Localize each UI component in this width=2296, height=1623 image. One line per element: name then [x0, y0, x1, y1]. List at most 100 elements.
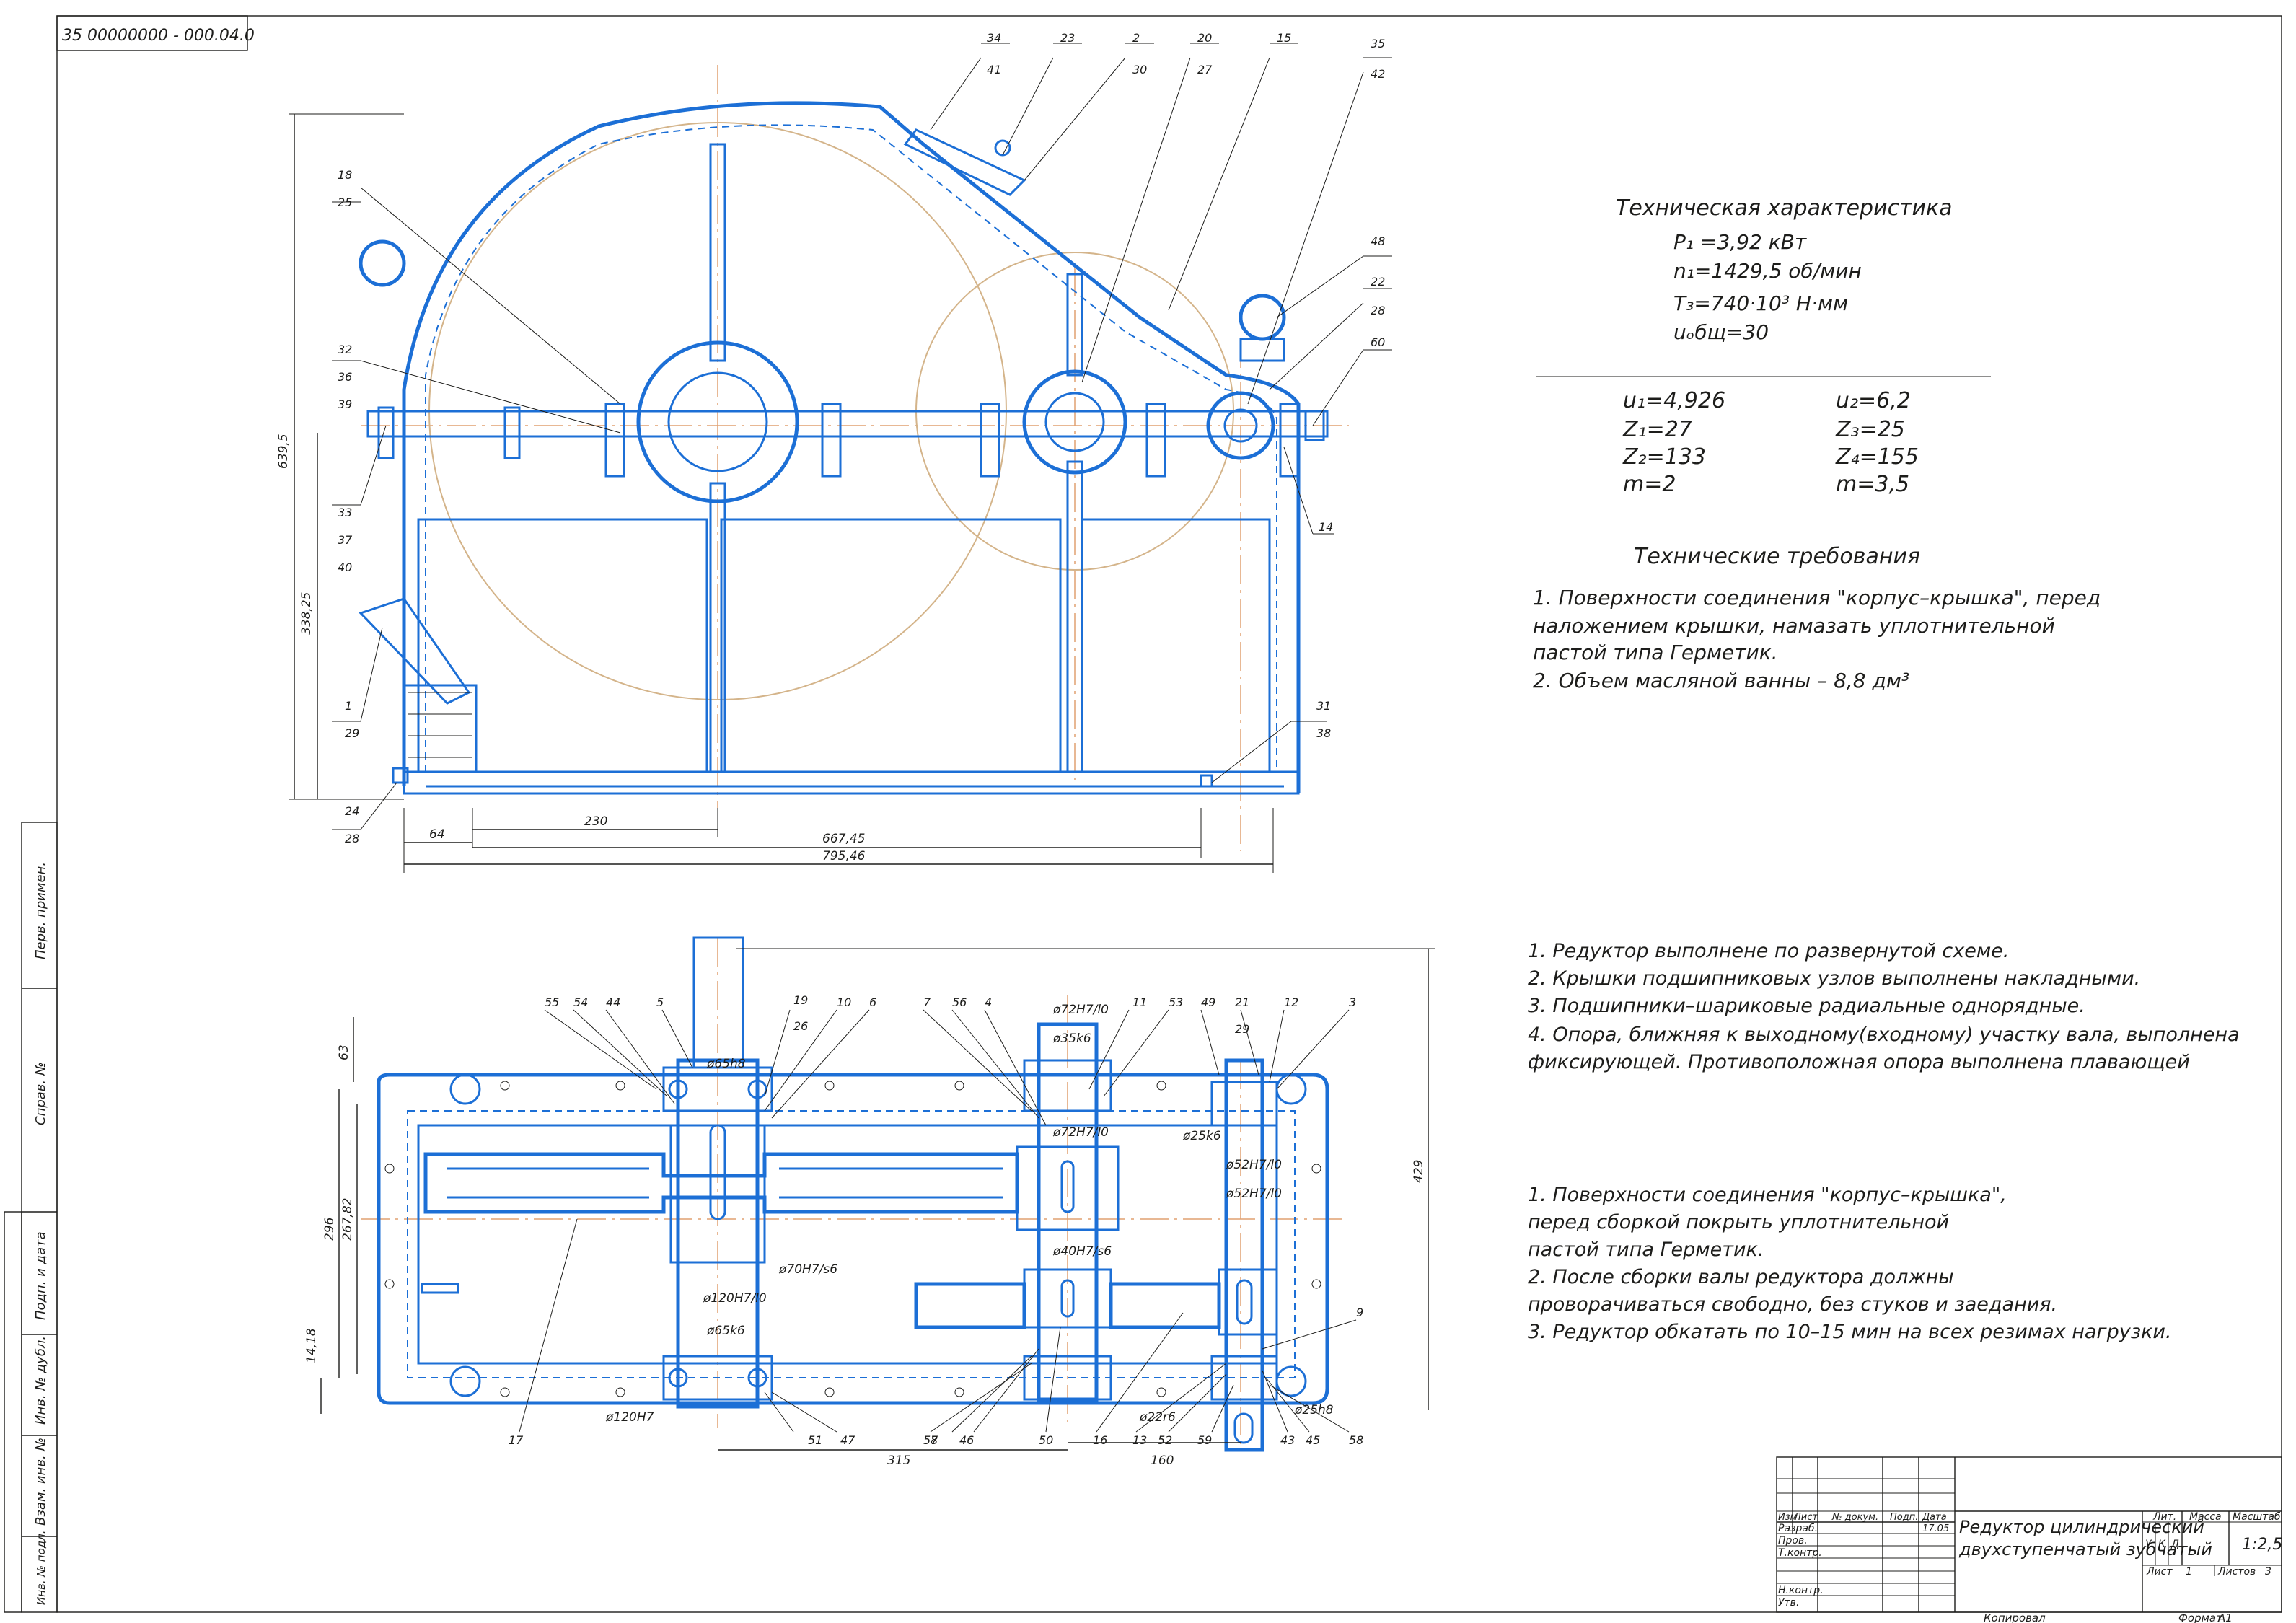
callout-51: 51 — [808, 1433, 822, 1447]
corner-stamp-box — [56, 15, 248, 51]
callout-17: 17 — [509, 1433, 524, 1447]
callout-9: 9 — [1356, 1306, 1363, 1319]
tech-req-line-4: 2. Объем масляной ванны – 8,8 дм³ — [1533, 669, 1909, 692]
callout-13: 13 — [1132, 1433, 1147, 1447]
tb-massa: Масса — [2189, 1511, 2222, 1523]
side-label-1: Перв. примен. — [33, 862, 48, 959]
param-right-4: m=3,5 — [1836, 472, 1909, 497]
callout-1: 1 — [345, 699, 352, 713]
callout-60: 60 — [1371, 335, 1385, 349]
tech-req-line-3: пастой типа Герметик. — [1533, 641, 1778, 664]
tb-lit-3: Д — [2170, 1539, 2179, 1550]
boss-intermediate-shaft — [1022, 369, 1127, 475]
callout-11: 11 — [1132, 995, 1147, 1009]
plan-view-callouts: 55 54 44 5 19 26 10 6 7 56 4 11 53 49 21… — [509, 993, 1363, 1447]
tech-char-line-3: T₃=740·10³ Н·мм — [1673, 291, 1848, 315]
fit-9: ø40H7/s6 — [1052, 1244, 1112, 1259]
callout-30: 30 — [1132, 63, 1147, 76]
callout-45: 45 — [1306, 1433, 1320, 1447]
callout-49: 49 — [1201, 995, 1215, 1009]
callout-29: 29 — [345, 726, 359, 740]
side-label-4: Инв. № дубл. — [33, 1336, 48, 1425]
tb-name-1: Редуктор цилиндрический — [1959, 1517, 2204, 1537]
note-low-2: перед сборкой покрыть уплотнительной — [1528, 1211, 1949, 1233]
note-low-5: проворачиваться свободно, без стуков и з… — [1528, 1293, 2057, 1316]
callout-52: 52 — [1158, 1433, 1172, 1447]
callout-26: 26 — [793, 1019, 808, 1033]
notes-mid: 1. Редуктор выполнене по развернутой схе… — [1528, 940, 2240, 1073]
plan-view-dimensions: 63 296 267,82 14,18 429 315 160 ø65h8 ø1… — [304, 948, 1435, 1468]
callout-58: 58 — [1349, 1433, 1363, 1447]
note-low-4: 2. После сборки валы редуктора должны — [1528, 1266, 1954, 1288]
tb-masshtab: Масштаб — [2233, 1511, 2281, 1523]
tb-kopiroval: Копировал — [1984, 1611, 2046, 1623]
param-right-2: Z₃=25 — [1835, 417, 1905, 442]
param-left-2: Z₁=27 — [1622, 417, 1692, 442]
callout-16: 16 — [1093, 1433, 1107, 1447]
tb-h-data: Дата — [1922, 1512, 1947, 1523]
dim-64: 64 — [429, 827, 445, 842]
dim-429: 429 — [1412, 1160, 1426, 1183]
dim-267: 267,82 — [340, 1198, 355, 1241]
fit-6: ø72H7/l0 — [1052, 1003, 1109, 1017]
dim-height-axis: 338,25 — [299, 592, 314, 635]
note-mid-5: фиксирующей. Противоположная опора выпол… — [1528, 1051, 2190, 1073]
side-label-2: Справ. № — [33, 1062, 48, 1125]
tb-date: 17.05 — [1922, 1523, 1949, 1534]
callout-12: 12 — [1284, 995, 1298, 1009]
tb-listov-num: 3 — [2265, 1566, 2271, 1578]
callout-4: 4 — [985, 995, 992, 1009]
callout-50: 50 — [1039, 1433, 1053, 1447]
notes-low: 1. Поверхности соединения "корпус–крышка… — [1528, 1184, 2172, 1343]
param-left-3: Z₂=133 — [1622, 444, 1706, 470]
note-low-3: пастой типа Герметик. — [1528, 1239, 1764, 1261]
fit-5: ø120H7/l0 — [703, 1291, 767, 1306]
tech-req-title: Технические требования — [1634, 544, 1920, 569]
callout-15: 15 — [1277, 31, 1291, 45]
callout-18: 18 — [338, 168, 352, 182]
title-block: Изм Лист № докум. Подп. Дата Разраб. 17.… — [1776, 1456, 2282, 1623]
callout-27: 27 — [1197, 63, 1213, 76]
dim-315: 315 — [887, 1453, 910, 1468]
callout-46: 46 — [959, 1433, 974, 1447]
callout-24: 24 — [345, 804, 359, 818]
param-right-3: Z₄=155 — [1835, 444, 1919, 470]
callout-32: 32 — [338, 343, 352, 356]
fit-7: ø35k6 — [1052, 1032, 1091, 1046]
callout-40: 40 — [338, 560, 352, 574]
note-mid-1: 1. Редуктор выполнене по развернутой схе… — [1528, 940, 2009, 962]
callout-47: 47 — [840, 1433, 855, 1447]
callout-6: 6 — [869, 995, 876, 1009]
tech-char-line-1: P₁ =3,92 кВт — [1673, 230, 1807, 254]
fit-8: ø72H7/l0 — [1052, 1125, 1109, 1140]
dim-296: 296 — [322, 1217, 337, 1241]
dim-63: 63 — [337, 1044, 351, 1060]
callout-38: 38 — [1316, 726, 1331, 740]
callout-42: 42 — [1371, 67, 1385, 81]
note-low-1: 1. Поверхности соединения "корпус–крышка… — [1528, 1184, 2007, 1206]
callout-7: 7 — [923, 995, 931, 1009]
dim-14: 14,18 — [304, 1328, 319, 1363]
param-right-1: u₂=6,2 — [1836, 388, 1911, 413]
tech-char-line-4: uₒбщ=30 — [1673, 320, 1769, 344]
callout-14: 14 — [1319, 520, 1333, 534]
boss-input-shaft — [1206, 391, 1275, 460]
dim-160: 160 — [1151, 1453, 1174, 1468]
tb-h-list: Лист — [1793, 1512, 1818, 1523]
callout-34: 34 — [987, 31, 1001, 45]
tb-r-razrab: Разраб. — [1778, 1523, 1818, 1534]
callout-44: 44 — [606, 995, 620, 1009]
callout-8: 8 — [931, 1433, 938, 1447]
tb-r-nkontr: Н.контр. — [1778, 1585, 1824, 1596]
callout-19: 19 — [793, 993, 808, 1007]
tb-listov: Листов — [2217, 1566, 2256, 1578]
tech-req-line-1: 1. Поверхности соединения "корпус–крышка… — [1533, 586, 2101, 610]
tb-format-val: А1 — [2217, 1611, 2233, 1623]
corner-stamp: 35 00000000 - 000.04.0 — [62, 27, 255, 45]
dim-height-total: 639,5 — [276, 434, 291, 469]
tb-r-prov: Пров. — [1778, 1535, 1808, 1547]
callout-28: 28 — [1371, 304, 1385, 317]
fit-14: ø25h8 — [1294, 1403, 1334, 1417]
callout-48: 48 — [1371, 234, 1385, 248]
